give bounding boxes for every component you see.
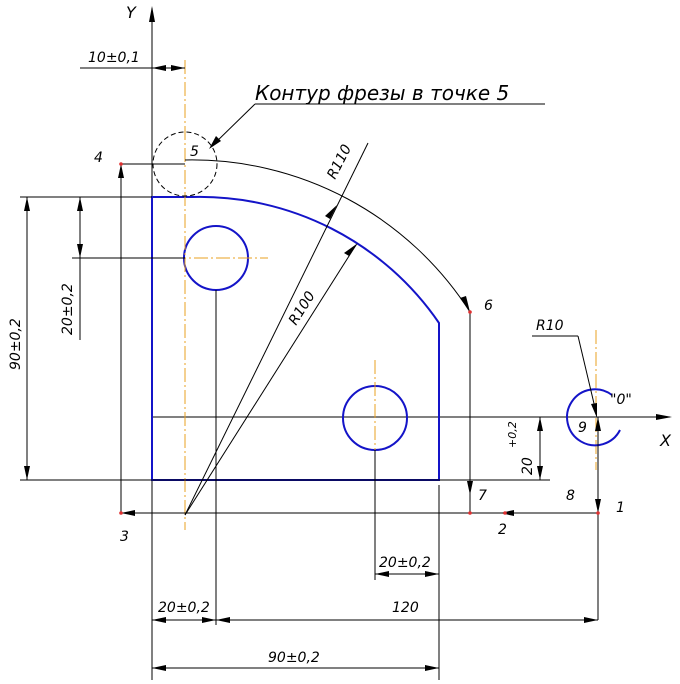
- dot-6: [468, 310, 472, 314]
- dim-left20-arrow-r: [202, 617, 216, 623]
- point-label-9: 9: [578, 420, 587, 436]
- dim-90-arrow-top: [24, 197, 30, 211]
- dim-hole2-arrow-r: [425, 571, 439, 577]
- r100-arrow: [344, 243, 358, 256]
- dim-width-arrow-l: [152, 665, 166, 671]
- title-leader-arrow: [209, 136, 221, 149]
- dim-90-arrow-bot: [24, 466, 30, 480]
- dim-120-arrow-l: [216, 617, 230, 623]
- x-axis-label: X: [659, 431, 672, 450]
- dim-width-label: 90±0,2: [268, 650, 320, 666]
- path-3-arrow: [121, 510, 135, 516]
- dim-20-small-arrow-b: [537, 466, 543, 480]
- point-label-4: 4: [94, 150, 103, 166]
- y-axis-label: Y: [126, 3, 137, 22]
- title-label: Контур фрезы в точке 5: [255, 81, 509, 105]
- r10-label: R10: [536, 318, 564, 334]
- tool-path-arrow: [460, 296, 470, 312]
- dim-hole-y-arrow-top: [77, 197, 83, 211]
- x-axis-arrow: [656, 414, 672, 420]
- title-leader: [211, 103, 256, 147]
- dim-left20-label: 20±0,2: [158, 600, 210, 616]
- dim-hole2-arrow-l: [375, 571, 389, 577]
- dot-7: [468, 511, 472, 515]
- point-label-6: 6: [484, 298, 493, 314]
- r10-leader-2: [577, 335, 597, 413]
- point-label-2: 2: [498, 522, 507, 538]
- path-7-arrow: [467, 481, 473, 495]
- dim-20-small-label: 20: [520, 457, 536, 475]
- r100-line: [184, 244, 357, 516]
- origin-label: "0": [610, 392, 632, 408]
- dim-hole-y-label: 20±0,2: [60, 283, 76, 335]
- dot-2: [503, 511, 507, 515]
- path-9-arrow: [595, 417, 601, 431]
- dim-left20-arrow-l: [152, 617, 166, 623]
- point-label-3: 3: [120, 529, 129, 545]
- r110-label: R110: [324, 142, 355, 182]
- point-label-5: 5: [190, 144, 199, 160]
- dot-3: [119, 511, 123, 515]
- dim-20-small-tol: +0,2: [506, 421, 519, 448]
- r100-label: R100: [286, 289, 319, 328]
- r110-line: [184, 142, 369, 516]
- dim-10-arrow-r: [171, 65, 185, 71]
- part-contour: [151, 195, 440, 481]
- dim-10-label: 10±0,1: [88, 50, 140, 66]
- dim-90-label: 90±0,2: [8, 318, 24, 370]
- path-8-arrow: [595, 499, 601, 513]
- p4-arrow: [118, 164, 124, 178]
- dim-hole2-label: 20±0,2: [379, 555, 431, 571]
- dim-120-arrow-r: [584, 617, 598, 623]
- y-axis-arrow: [149, 6, 155, 22]
- path-2-arrow: [500, 510, 514, 516]
- r110-arrow: [325, 205, 337, 219]
- point-label-8: 8: [566, 488, 575, 504]
- dim-width-arrow-r: [425, 665, 439, 671]
- dim-120-label: 120: [392, 600, 419, 616]
- point-label-1: 1: [616, 500, 625, 516]
- origin-tool-arc: [566, 388, 621, 447]
- dot-1: [596, 511, 600, 515]
- point-label-7: 7: [478, 488, 487, 504]
- dim-20-small-arrow-t: [537, 417, 543, 431]
- dim-10-arrow-l: [152, 65, 166, 71]
- dim-hole-y-arrow-bot: [77, 244, 83, 258]
- tool-path-arc: [184, 159, 471, 313]
- dot-4: [119, 162, 123, 166]
- r10-arrow: [591, 403, 597, 418]
